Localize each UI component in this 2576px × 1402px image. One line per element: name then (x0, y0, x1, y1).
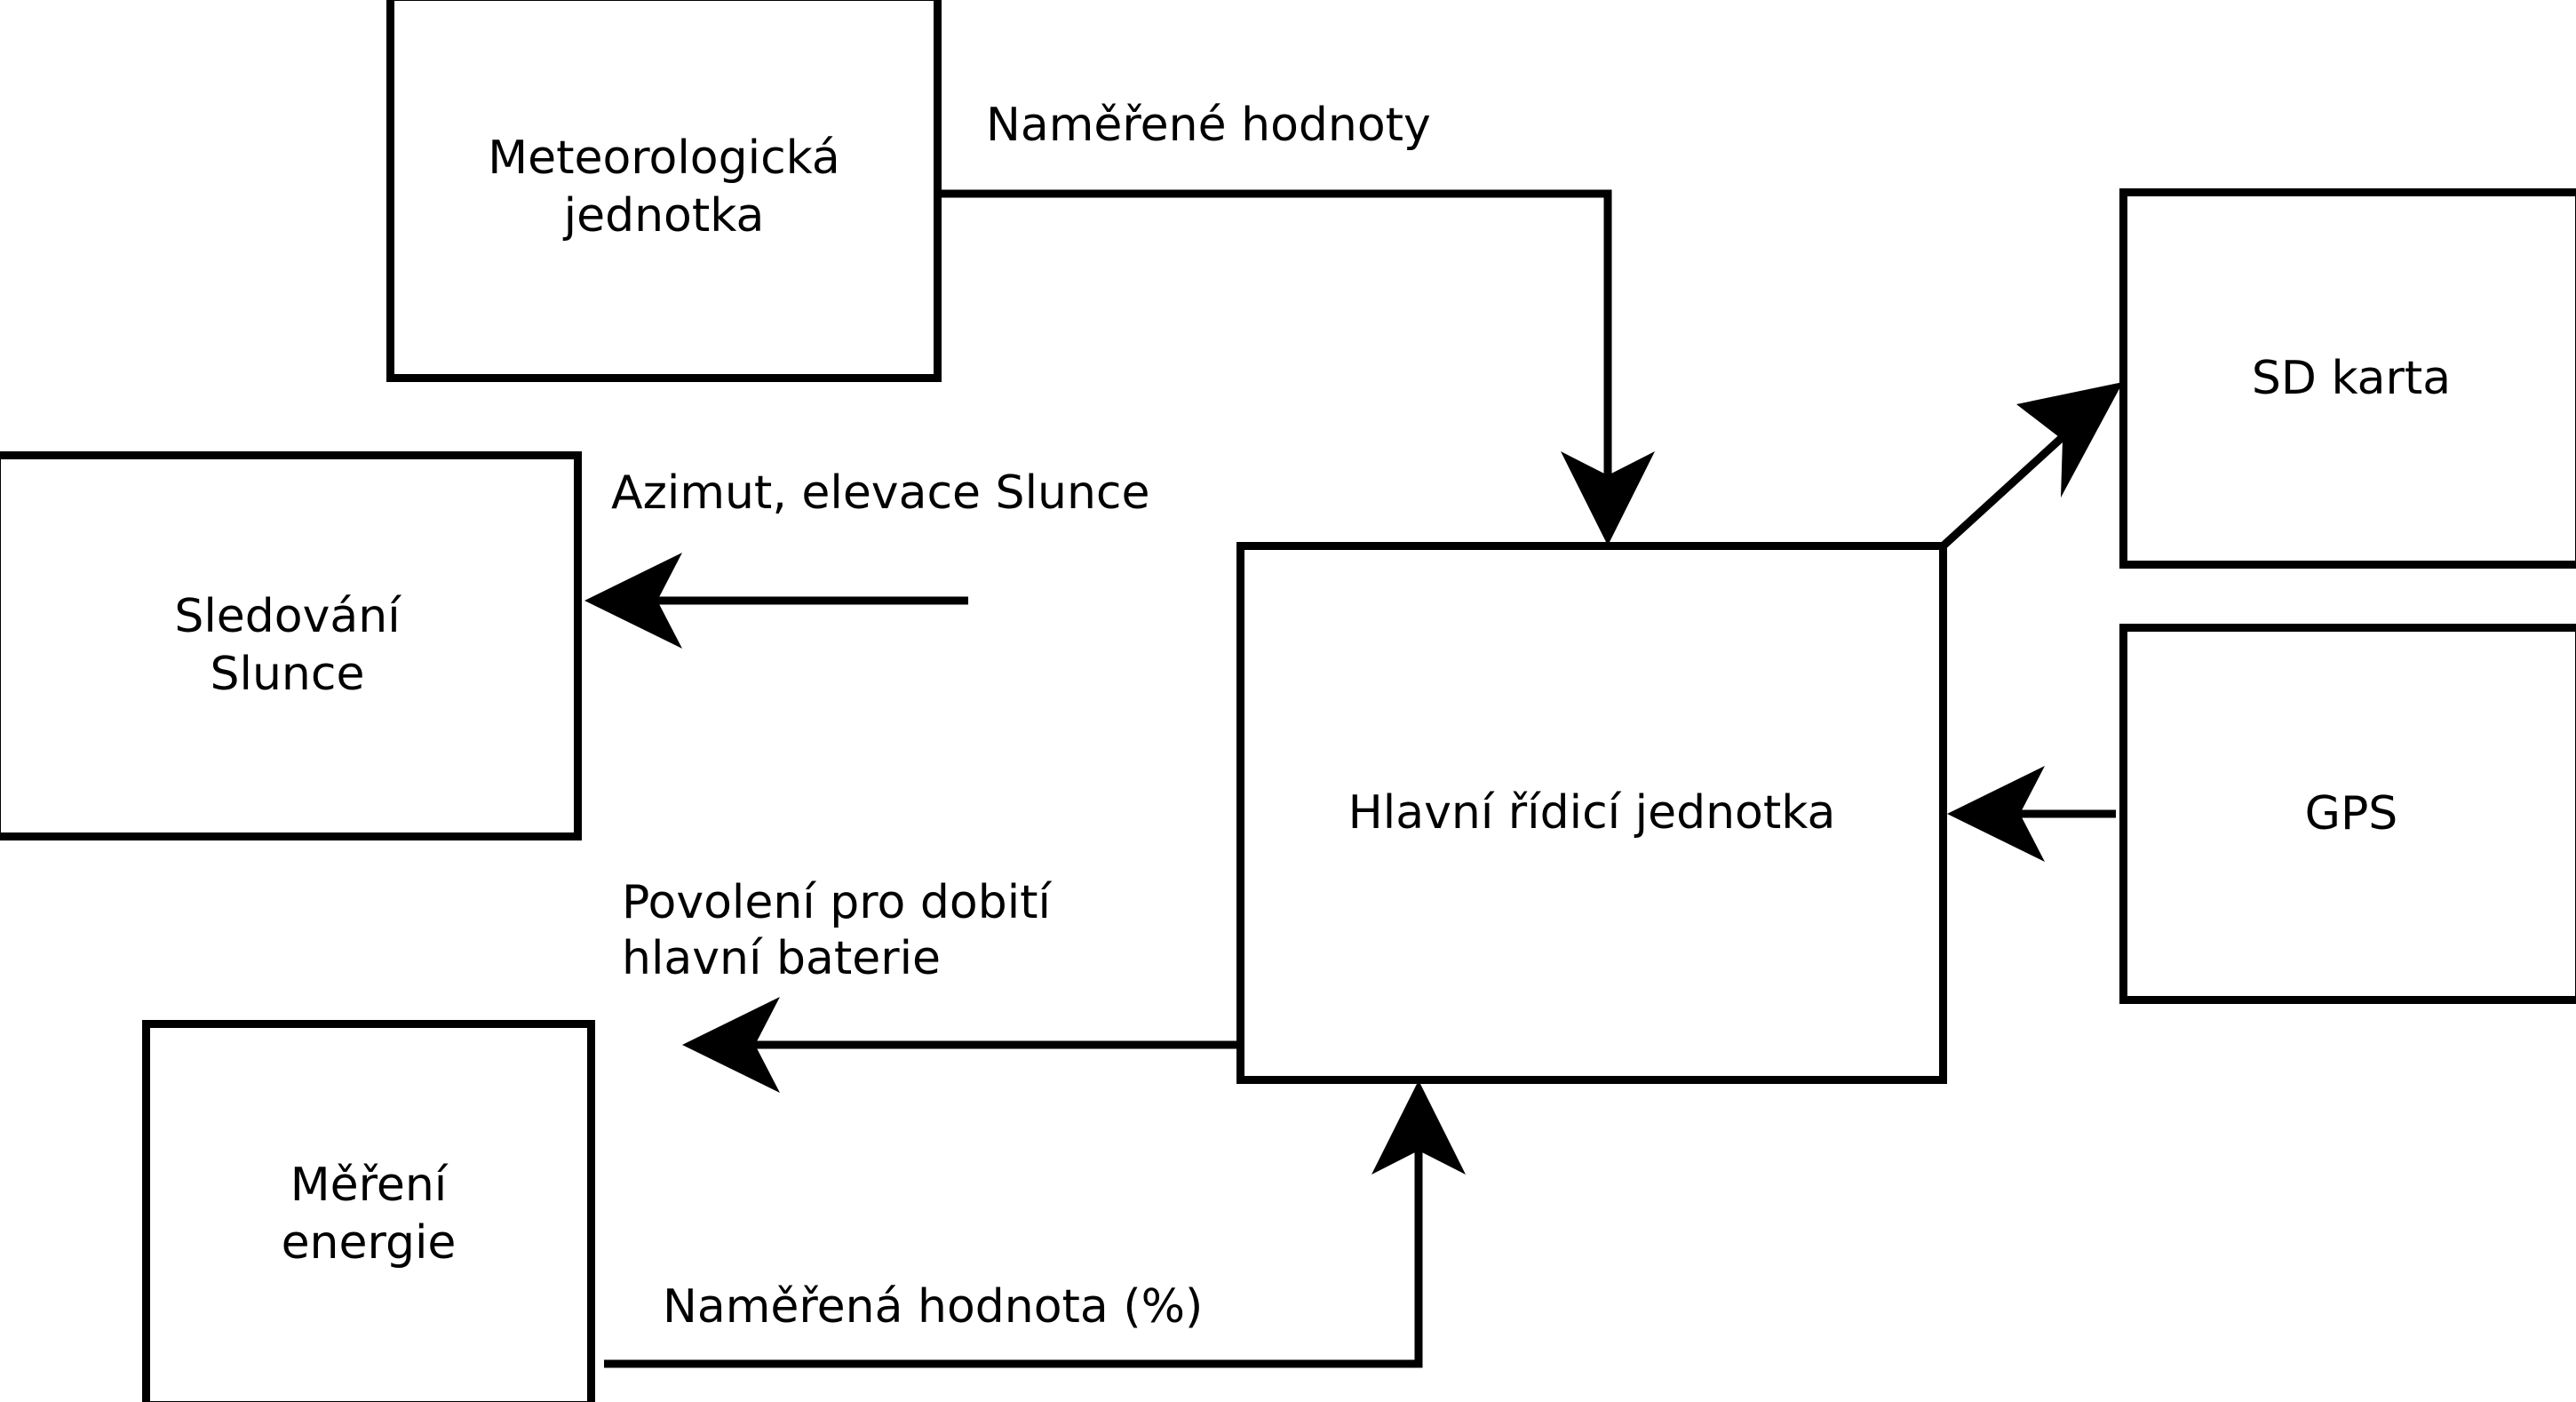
node-sledovani-slunce[interactable]: Sledování Slunce (0, 451, 582, 840)
node-sd-karta[interactable]: SD karta (2119, 188, 2576, 569)
node-gps[interactable]: GPS (2119, 624, 2576, 1004)
node-label-mereni-energie: Měření energie (281, 1159, 457, 1270)
node-label-hlavni-ridici-jednotka: Hlavní řídicí jednotka (1348, 785, 1836, 840)
node-label-gps: GPS (2304, 786, 2398, 840)
connector-main-to-energy (682, 997, 1236, 1093)
edge-label-measured-values: Naměřené hodnoty (986, 99, 1431, 152)
connector-main-to-sdcard (1940, 382, 2123, 549)
node-label-sledovani-slunce: Sledování Slunce (174, 590, 401, 701)
node-label-sd-karta: SD karta (2251, 351, 2452, 405)
edge-label-azimuth-elevation: Azimut, elevace Slunce (611, 466, 1150, 520)
node-label-meteorologicka-jednotka: Meteorologická jednotka (488, 131, 840, 243)
node-hlavni-ridici-jednotka[interactable]: Hlavní řídicí jednotka (1236, 542, 1947, 1084)
node-mereni-energie[interactable]: Měření energie (142, 1020, 595, 1402)
edge-label-measured-percent: Naměřená hodnota (%) (663, 1280, 1204, 1334)
connector-main-to-tracking (584, 553, 968, 649)
connector-gps-to-main (1947, 766, 2116, 862)
edge-label-battery-charge: Povolení pro dobití hlavní baterie (622, 876, 1051, 986)
node-meteorologicka-jednotka[interactable]: Meteorologická jednotka (386, 0, 942, 382)
